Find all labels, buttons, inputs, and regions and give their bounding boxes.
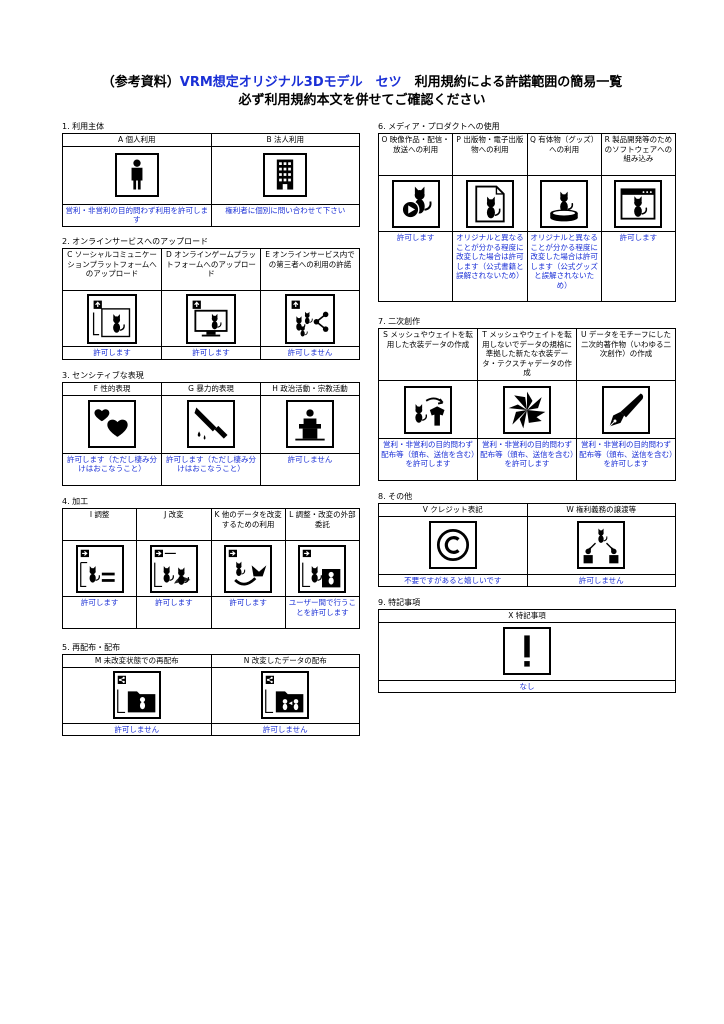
header-publication: P 出版物・電子出版物への利用 <box>452 133 528 176</box>
answer-texture: 営利・非営利の目的問わず配布等（頒布、送信を含む）を許可します <box>477 438 577 481</box>
distribute-modified-icon <box>261 671 310 719</box>
knife-icon <box>187 400 235 448</box>
answer-video: 許可します <box>377 231 454 302</box>
answer-political: 許可しません <box>260 452 360 486</box>
header-reuse: K 他のデータを改変するための利用 <box>210 508 286 541</box>
monitor-cat-icon <box>186 293 236 344</box>
texture-icon <box>503 385 551 434</box>
section-derivative: 7. 二次創作 S メッシュやウェイトを転用した衣装データの作成 T メッシュや… <box>378 316 676 481</box>
header-video: O 映像作品・配信・放送への利用 <box>377 133 454 176</box>
answer-reuse: 許可します <box>210 596 286 629</box>
header-adjust: I 調整 <box>61 508 138 541</box>
answer-goods: オリジナルと異なることが分かる程度に改変した場合は許可します（公式グッズと誤解さ… <box>526 231 602 302</box>
header-social-upload: C ソーシャルコミュニケーションプラットフォームへのアップロード <box>62 248 162 291</box>
upload-cat-icon <box>87 293 137 344</box>
answer-modify: 許可します <box>136 596 212 629</box>
header-third-party: E オンラインサービス内での第三者への利用の許諾 <box>260 248 360 291</box>
answer-derivative-work: 営利・非営利の目的問わず配布等（頒布、送信を含む）を許可します <box>576 438 676 481</box>
figure-cat-icon <box>540 179 589 228</box>
answer-outsource: ユーザー間で行うことを許可します <box>284 596 361 629</box>
adjust-icon <box>75 544 124 593</box>
answer-third-party: 許可しません <box>260 346 360 360</box>
header-modify: J 改変 <box>136 508 212 541</box>
header-game-upload: D オンラインゲームプラットフォームへのアップロード <box>161 248 261 291</box>
answer-redistribute: 許可しません <box>62 722 212 736</box>
answer-adjust: 許可します <box>61 596 138 629</box>
header-special-notes: X 特記事項 <box>378 609 676 623</box>
answer-special-notes: なし <box>378 679 676 693</box>
header-goods: Q 有体物（グッズ）への利用 <box>526 133 602 176</box>
answer-corporate-use: 権利者に個別に問い合わせて下さい <box>210 203 360 227</box>
answer-credit: 不要ですがあると嬉しいです <box>378 573 528 587</box>
answer-violent: 許可します（ただし棲み分けはおこなうこと） <box>161 452 261 486</box>
hearts-icon <box>88 400 136 448</box>
redistribute-icon <box>112 671 161 719</box>
section-special-notes: 9. 特記事項 X 特記事項 なし <box>378 597 676 693</box>
software-cat-icon <box>614 179 663 228</box>
section-label: 6. メディア・プロダクトへの使用 <box>378 122 500 131</box>
header-violent: G 暴力的表現 <box>161 382 261 396</box>
answer-publication: オリジナルと異なることが分かる程度に改変した場合は許可します（公式書籍と誤解され… <box>452 231 528 302</box>
section-other: 8. その他 V クレジット表記 W 権利義務の譲渡等 不要ですがあると嬉しいで… <box>378 491 676 587</box>
header-distribute-modified: N 改変したデータの配布 <box>210 654 360 668</box>
video-cat-icon <box>391 179 440 228</box>
section-label: 7. 二次創作 <box>378 317 421 326</box>
building-icon <box>263 153 308 197</box>
header-costume: S メッシュやウェイトを転用した衣装データの作成 <box>378 328 478 381</box>
answer-transfer: 許可しません <box>526 573 676 587</box>
section-redistribution: 5. 再配布・配布 M 未改変状態での再配布 N 改変したデータの配布 許可しま… <box>62 642 360 736</box>
section-label: 2. オンラインサービスへのアップロード <box>62 237 209 246</box>
section-label: 8. その他 <box>378 492 413 501</box>
section-sensitive: 3. センシティブな表現 F 性的表現 G 暴力的表現 H 政治活動・宗教活動 … <box>62 370 360 486</box>
section-label: 9. 特記事項 <box>378 598 421 607</box>
header-credit: V クレジット表記 <box>378 503 528 517</box>
header-texture: T メッシュやウェイトを転用しないでデータの規格に準拠した新たな衣装データ・テク… <box>477 328 577 381</box>
share-cat-icon <box>285 293 335 344</box>
header-corporate-use: B 法人利用 <box>210 133 360 147</box>
header-sexual: F 性的表現 <box>62 382 162 396</box>
header-personal-use: A 個人利用 <box>62 133 212 147</box>
header-outsource: L 調整・改変の外部委託 <box>284 508 361 541</box>
model-name: VRM想定オリジナル3Dモデル セツ <box>179 75 402 90</box>
document-cat-icon <box>465 179 514 228</box>
section-usage-subject: 1. 利用主体 A 個人利用 B 法人利用 営利・非営利の目的問わず利用を許可し… <box>62 121 360 227</box>
header-software: R 製品開発等のためのソフトウェアへの組み込み <box>600 133 677 176</box>
header-redistribute: M 未改変状態での再配布 <box>62 654 212 668</box>
reuse-icon <box>224 544 273 593</box>
modify-icon <box>149 544 198 593</box>
section-processing: 4. 加工 I 調整 J 改変 K 他のデータを改変するための利用 L 調整・改… <box>61 496 361 629</box>
pen-icon <box>602 385 650 434</box>
transfer-icon <box>577 521 626 569</box>
person-icon <box>114 153 159 197</box>
costume-icon <box>404 385 452 434</box>
podium-icon <box>286 400 334 448</box>
answer-software: 許可します <box>600 231 677 302</box>
header-transfer: W 権利義務の譲渡等 <box>526 503 676 517</box>
answer-costume: 営利・非営利の目的問わず配布等（頒布、送信を含む）を許可します <box>378 438 478 481</box>
answer-distribute-modified: 許可しません <box>210 722 360 736</box>
section-online-upload: 2. オンラインサービスへのアップロード C ソーシャルコミュニケーションプラッ… <box>62 236 360 360</box>
answer-game-upload: 許可します <box>161 346 261 360</box>
section-label: 1. 利用主体 <box>62 122 105 131</box>
outsource-icon <box>298 544 347 593</box>
header-political: H 政治活動・宗教活動 <box>260 382 360 396</box>
section-label: 5. 再配布・配布 <box>62 643 121 652</box>
section-label: 4. 加工 <box>62 497 89 506</box>
answer-social-upload: 許可します <box>62 346 162 360</box>
copyright-icon <box>428 521 477 569</box>
page-title: （参考資料）VRM想定オリジナル3Dモデル セツ 利用規約による許諾範囲の簡易一… <box>101 75 623 90</box>
page-subtitle: 必ず利用規約本文を併せてご確認ください <box>238 93 486 108</box>
exclamation-icon <box>503 627 551 675</box>
header-derivative-work: U データをモチーフにした二次的著作物（いわゆる二次創作）の作成 <box>576 328 676 381</box>
section-label: 3. センシティブな表現 <box>62 371 144 380</box>
answer-personal-use: 営利・非営利の目的問わず利用を許可します <box>62 203 212 227</box>
answer-sexual: 許可します（ただし棲み分けはおこなうこと） <box>62 452 162 486</box>
section-media-products: 6. メディア・プロダクトへの使用 O 映像作品・配信・放送への利用 P 出版物… <box>377 121 677 302</box>
